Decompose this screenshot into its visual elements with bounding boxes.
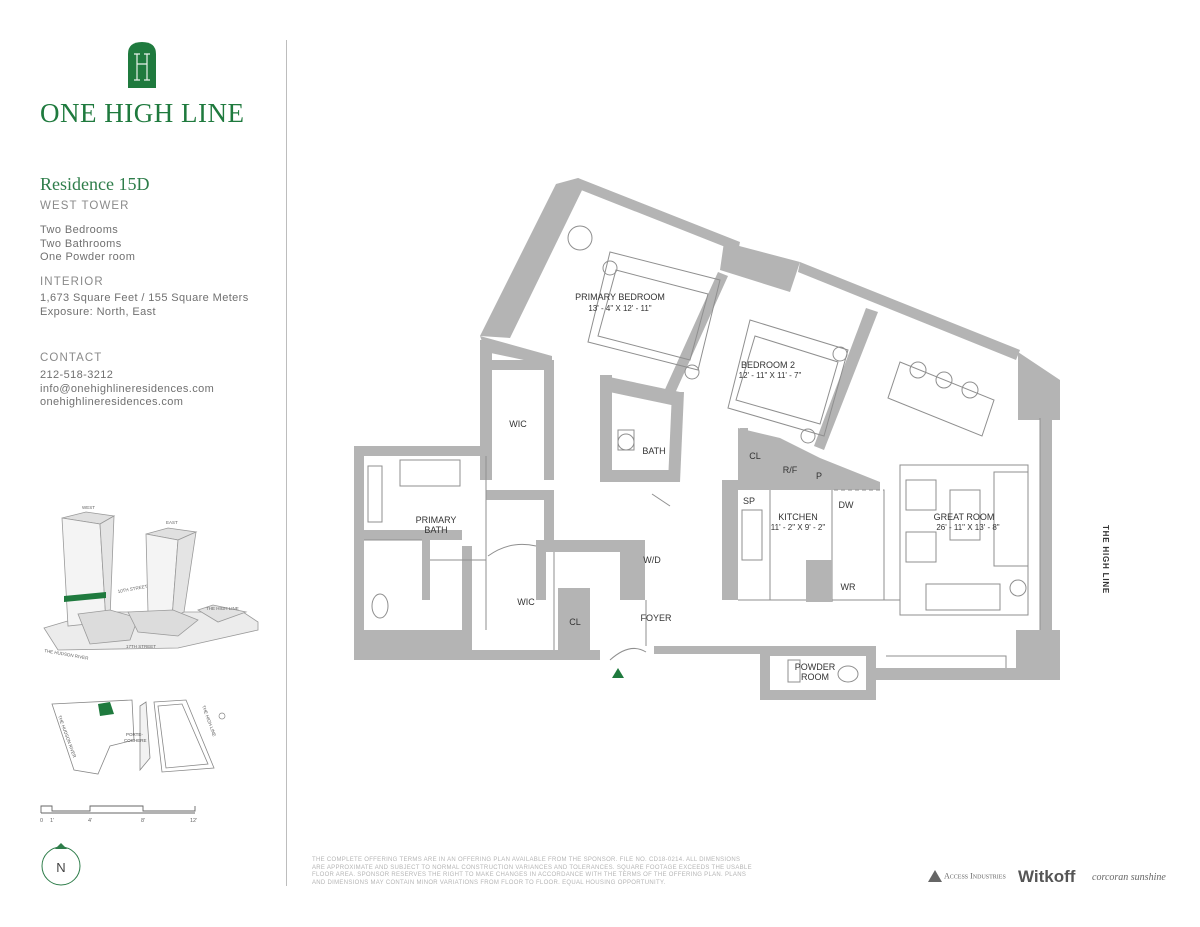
room-foyer: FOYER: [640, 613, 672, 623]
tower-name: WEST TOWER: [40, 200, 130, 212]
high-line-label: THE HIGH LINE: [1101, 525, 1110, 595]
scale-tick-12: 12': [190, 818, 197, 824]
scale-tick-1: 1': [50, 818, 54, 824]
feature-bedrooms: Two Bedrooms: [40, 224, 119, 236]
site-plan-porte-label-2: COCHERE: [124, 738, 147, 743]
interior-area: 1,673 Square Feet / 155 Square Meters: [40, 292, 249, 304]
key-plan-east-label: EAST: [166, 520, 178, 525]
site-plan-porte-label-1: PORTE-: [126, 732, 143, 737]
room-primary-bedroom: PRIMARY BEDROOM: [575, 292, 665, 302]
room-wic-2: WIC: [517, 597, 535, 607]
metro-icon: [218, 712, 226, 720]
floor-plan: PRIMARY BEDROOM 13' - 4" X 12' - 11" BED…: [354, 178, 1060, 700]
compass-label: N: [56, 860, 65, 875]
access-industries-text: Access Industries: [944, 871, 1006, 881]
room-cl-2: CL: [569, 617, 581, 627]
brand-name: ONE HIGH LINE: [40, 98, 245, 128]
room-cl-1: CL: [749, 451, 761, 461]
room-primary-bedroom-dims: 13' - 4" X 12' - 11": [588, 304, 651, 313]
north-compass-icon: N: [41, 843, 81, 886]
room-primary-bath-1: PRIMARY: [416, 515, 457, 525]
access-triangle-icon: [928, 870, 942, 882]
room-primary-bath-2: BATH: [424, 525, 447, 535]
room-rf: R/F: [783, 465, 798, 475]
site-plan-diagram: THE HUDSON RIVER PORTE- COCHERE THE HIGH…: [51, 699, 226, 775]
room-bedroom-2: BEDROOM 2: [741, 360, 795, 370]
brand-logo-icon: [128, 42, 156, 88]
room-bath: BATH: [642, 446, 665, 456]
corcoran-sunshine-logo: corcoran sunshine: [1092, 872, 1166, 883]
scale-tick-4: 4': [88, 818, 92, 824]
room-wic-1: WIC: [509, 419, 527, 429]
key-plan-diagram: WEST EAST 10TH STREET THE HIGH LINE THE …: [43, 505, 259, 661]
contact-phone[interactable]: 212-518-3212: [40, 369, 114, 381]
scale-bar: 0 1' 4' 8' 12': [40, 805, 197, 824]
witkoff-logo: Witkoff: [1018, 867, 1076, 886]
contact-heading: CONTACT: [40, 352, 103, 364]
column-divider: [286, 40, 287, 886]
residence-title: Residence 15D: [40, 174, 150, 194]
room-kitchen: KITCHEN: [778, 512, 818, 522]
room-kitchen-dims: 11' - 2" X 9' - 2": [771, 523, 826, 532]
room-wr: WR: [841, 582, 856, 592]
access-industries-logo: Access Industries: [928, 870, 1006, 882]
feature-powder-room: One Powder room: [40, 251, 136, 264]
legal-disclaimer: THE COMPLETE OFFERING TERMS ARE IN AN OF…: [312, 857, 752, 886]
site-plan-river-label: THE HUDSON RIVER: [57, 715, 77, 759]
room-dw: DW: [839, 500, 854, 510]
exposure: Exposure: North, East: [40, 305, 157, 318]
feature-bathrooms: Two Bathrooms: [40, 237, 122, 250]
key-plan-street-label: 10TH STREET: [117, 584, 148, 594]
contact-website[interactable]: onehighlineresidences.com: [40, 396, 184, 409]
room-p: P: [816, 471, 822, 481]
site-plan-highline-label: THE HIGH LINE: [201, 705, 217, 737]
interior-heading: INTERIOR: [40, 276, 104, 288]
key-plan-west-label: WEST: [82, 505, 95, 510]
room-powder-1: POWDER: [795, 662, 836, 672]
entry-marker-icon: [612, 668, 624, 678]
scale-tick-0: 0: [40, 818, 43, 824]
room-bedroom-2-dims: 12' - 11" X 11' - 7": [739, 371, 802, 380]
room-sp: SP: [743, 496, 755, 506]
scale-tick-8: 8': [141, 818, 145, 824]
room-powder-2: ROOM: [801, 672, 829, 682]
contact-email[interactable]: info@onehighlineresidences.com: [40, 382, 215, 395]
key-plan-highline-label: THE HIGH LINE: [206, 606, 239, 611]
room-great-room-dims: 26' - 11" X 13' - 8": [936, 523, 999, 532]
key-plan-17th-street-label: 17TH STREET: [126, 644, 156, 649]
feature-list: Two Bedrooms Two Bathrooms One Powder ro…: [40, 224, 135, 265]
room-great-room: GREAT ROOM: [934, 512, 995, 522]
room-wd: W/D: [643, 555, 661, 565]
